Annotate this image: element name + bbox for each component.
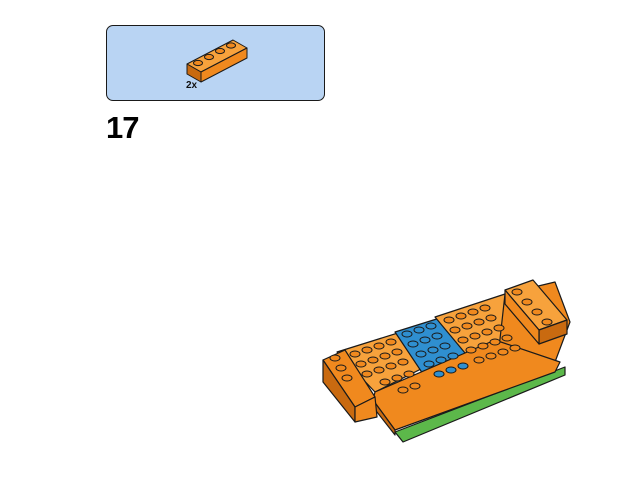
model-illustration [322, 279, 571, 443]
parts-callout: 2x [106, 25, 325, 101]
part-quantity-label: 2x [186, 80, 198, 91]
brick-1x4-icon [186, 39, 248, 83]
step-number: 17 [106, 110, 139, 145]
